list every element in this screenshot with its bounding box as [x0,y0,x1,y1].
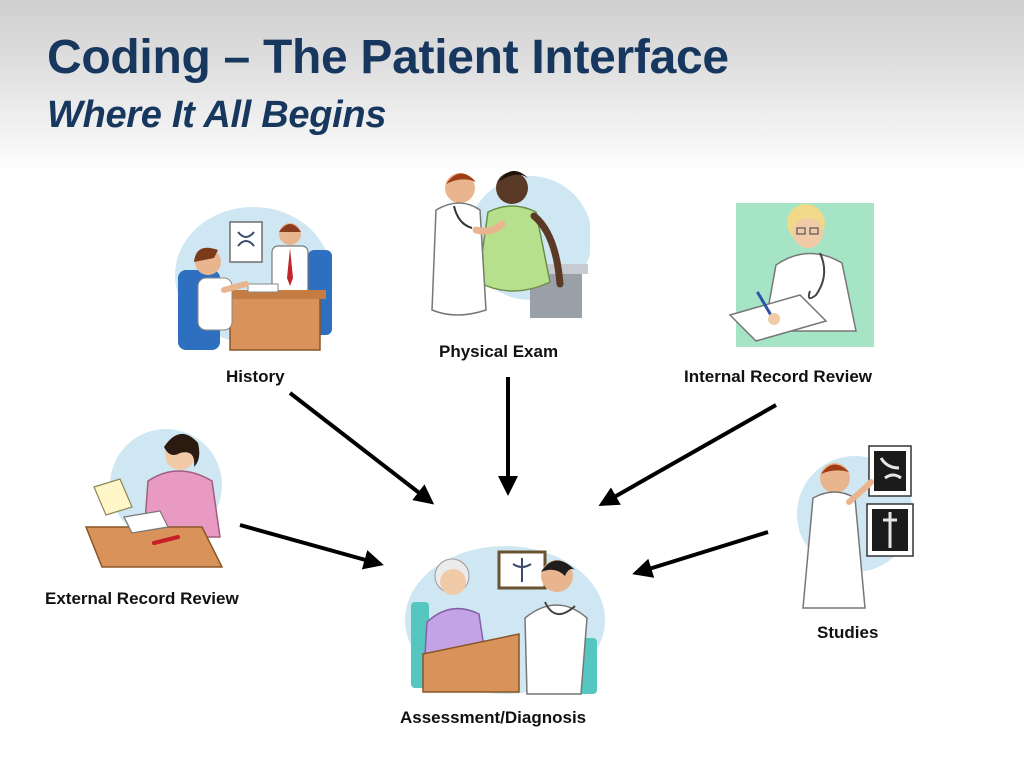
arrow-studies-to-assessment [632,530,769,578]
arrow-external-record-to-assessment [239,523,384,570]
label-studies: Studies [817,623,879,642]
slide-title: Coding – The Patient Interface [47,31,729,84]
label-assessment-diagnosis: Assessment/Diagnosis [400,708,587,727]
arrow-internal-record-to-assessment [598,403,777,506]
studies-illustration [797,445,914,609]
slide-subtitle: Where It All Begins [47,94,387,136]
arrow-history-to-assessment [288,391,435,505]
label-internal-record-review: Internal Record Review [684,367,873,386]
label-history: History [226,367,285,386]
external-record-review-illustration [84,429,224,568]
header-band [0,0,1024,175]
history-illustration [175,207,332,351]
assessment-diagnosis-illustration [405,546,605,695]
internal-record-review-illustration [728,203,874,347]
label-physical-exam: Physical Exam [439,342,559,361]
label-external-record-review: External Record Review [45,589,239,608]
physical-exam-illustration [431,170,590,318]
